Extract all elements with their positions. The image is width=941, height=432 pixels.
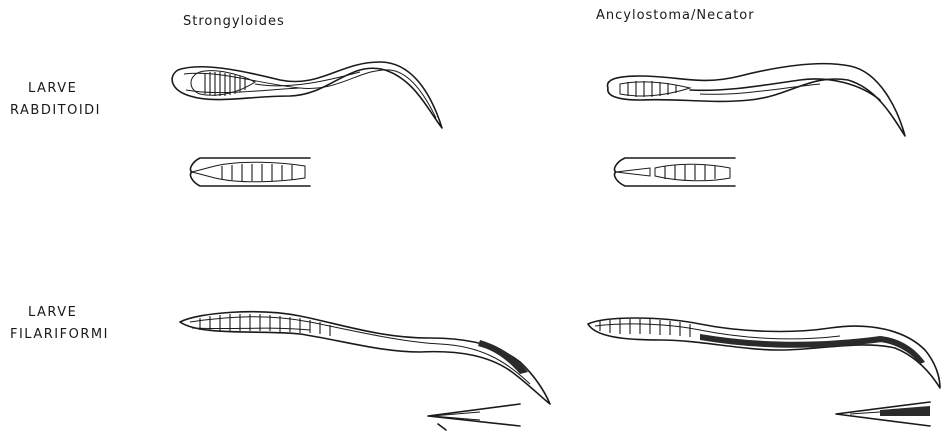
ancylostoma-filariform-larva	[588, 318, 940, 388]
ancylostoma-rhabditoid-buccal-detail	[614, 158, 735, 186]
strongyloides-rhabditoid-larva	[172, 62, 442, 128]
ancylostoma-rhabditoid-larva	[607, 64, 905, 136]
strongyloides-rhabditoid-buccal-detail	[190, 158, 310, 186]
strongyloides-filariform-larva	[180, 312, 550, 404]
ancylostoma-filariform-tail-detail	[836, 402, 930, 426]
strongyloides-filariform-tail-detail	[428, 404, 520, 430]
